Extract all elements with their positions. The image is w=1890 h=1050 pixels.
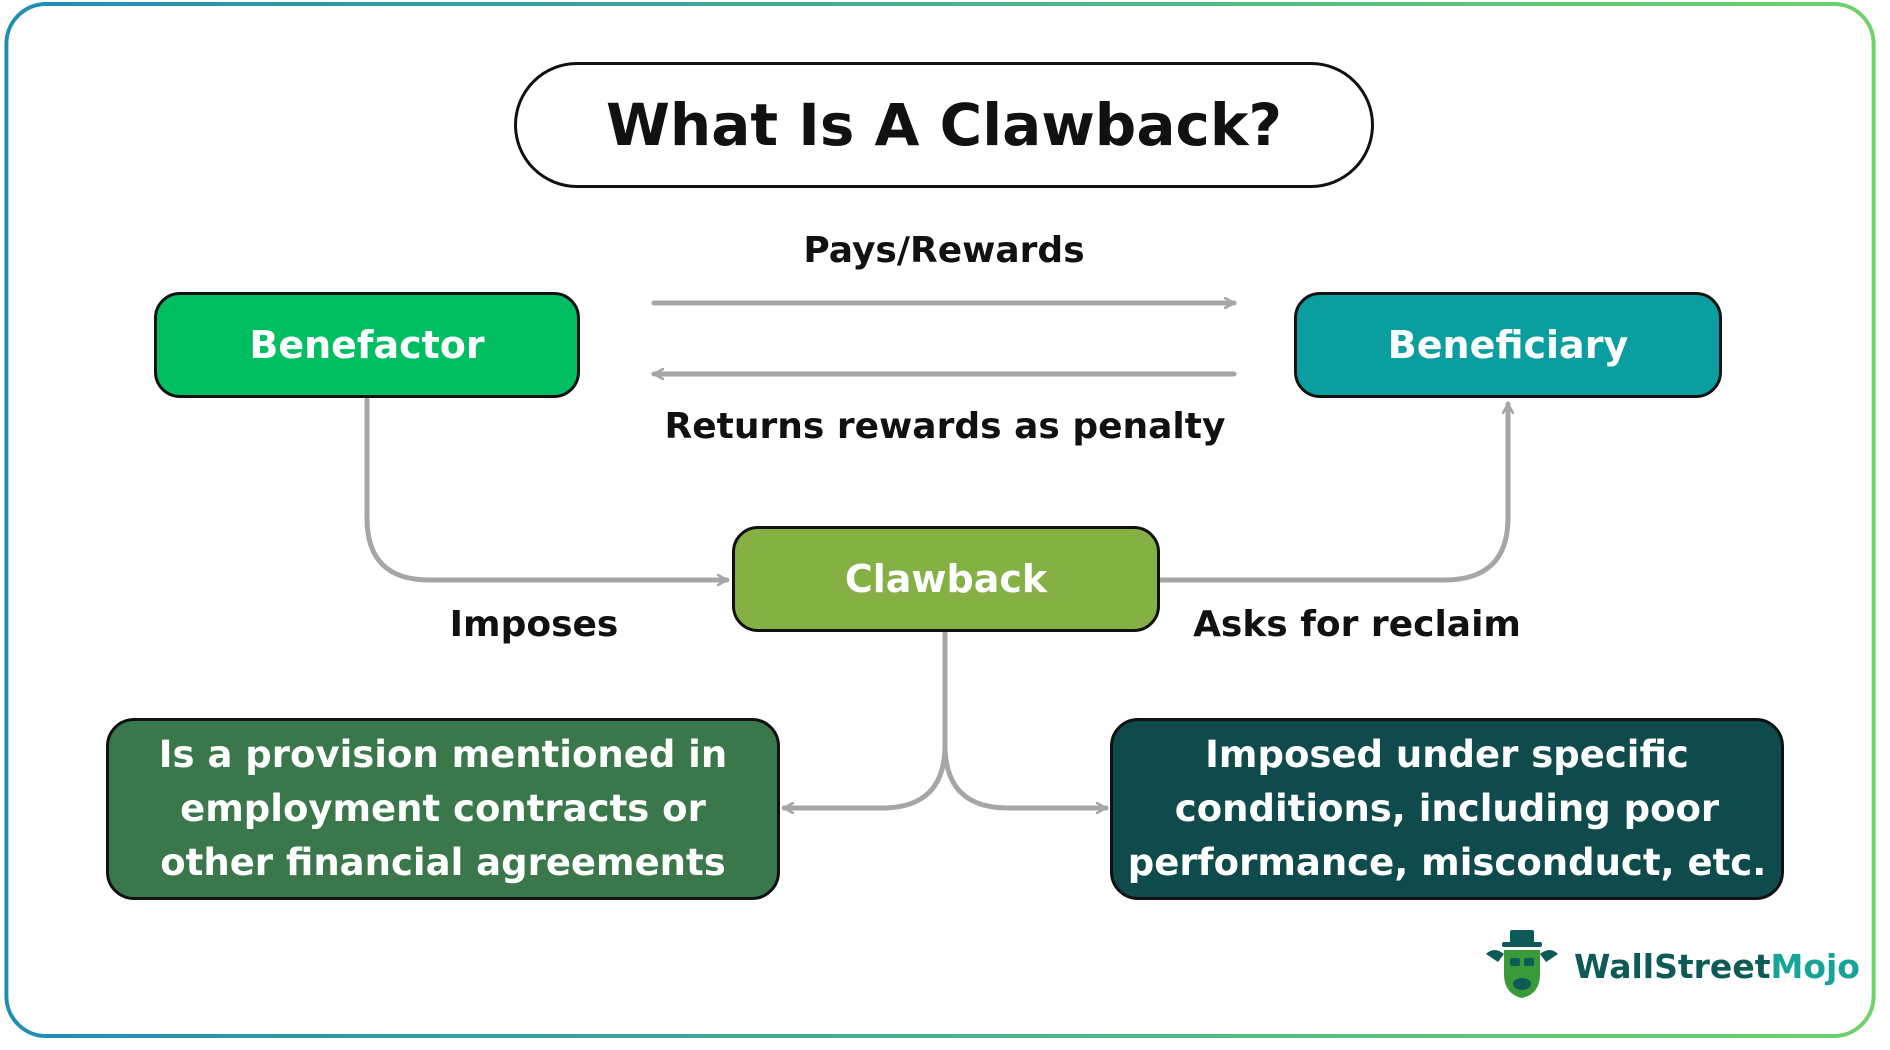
page-title: What Is A Clawback? (514, 62, 1374, 188)
conditions-line-2: conditions, including poor (1174, 787, 1720, 830)
conditions-line-3: performance, misconduct, etc. (1127, 841, 1767, 884)
logo-wordmark: WallStreetMojo (1574, 947, 1860, 986)
reclaim-arrow (1155, 401, 1508, 583)
imposes-arrow (364, 397, 730, 580)
bull-mascot-icon (1486, 930, 1558, 998)
pays-rewards-label: Pays/Rewards (803, 230, 1085, 271)
imposes-label: Imposes (449, 604, 619, 645)
conditions-line-1: Imposed under specific (1205, 733, 1689, 776)
logo-mojo-text: Mojo (1770, 946, 1860, 986)
wallstreetmojo-logo: WallStreetMojo (1480, 928, 1860, 1004)
asks-reclaim-label: Asks for reclaim (1193, 604, 1521, 645)
clawback-node: Clawback (732, 526, 1160, 632)
benefactor-node: Benefactor (154, 292, 580, 398)
conditions-arrow (942, 742, 1109, 808)
beneficiary-label: Beneficiary (1387, 323, 1629, 367)
benefactor-label: Benefactor (249, 323, 485, 367)
provision-node: Is a provision mentioned in employment c… (106, 718, 780, 900)
provision-line-3: other financial agreements (160, 841, 726, 884)
provision-line-1: Is a provision mentioned in (158, 733, 728, 776)
returns-penalty-label: Returns rewards as penalty (664, 406, 1226, 447)
provision-line-2: employment contracts or (180, 787, 706, 830)
conditions-node: Imposed under specific conditions, inclu… (1110, 718, 1784, 900)
logo-wall-text: WallStreet (1574, 946, 1771, 986)
clawback-label: Clawback (844, 557, 1048, 601)
provision-arrow (781, 742, 948, 808)
beneficiary-node: Beneficiary (1294, 292, 1722, 398)
